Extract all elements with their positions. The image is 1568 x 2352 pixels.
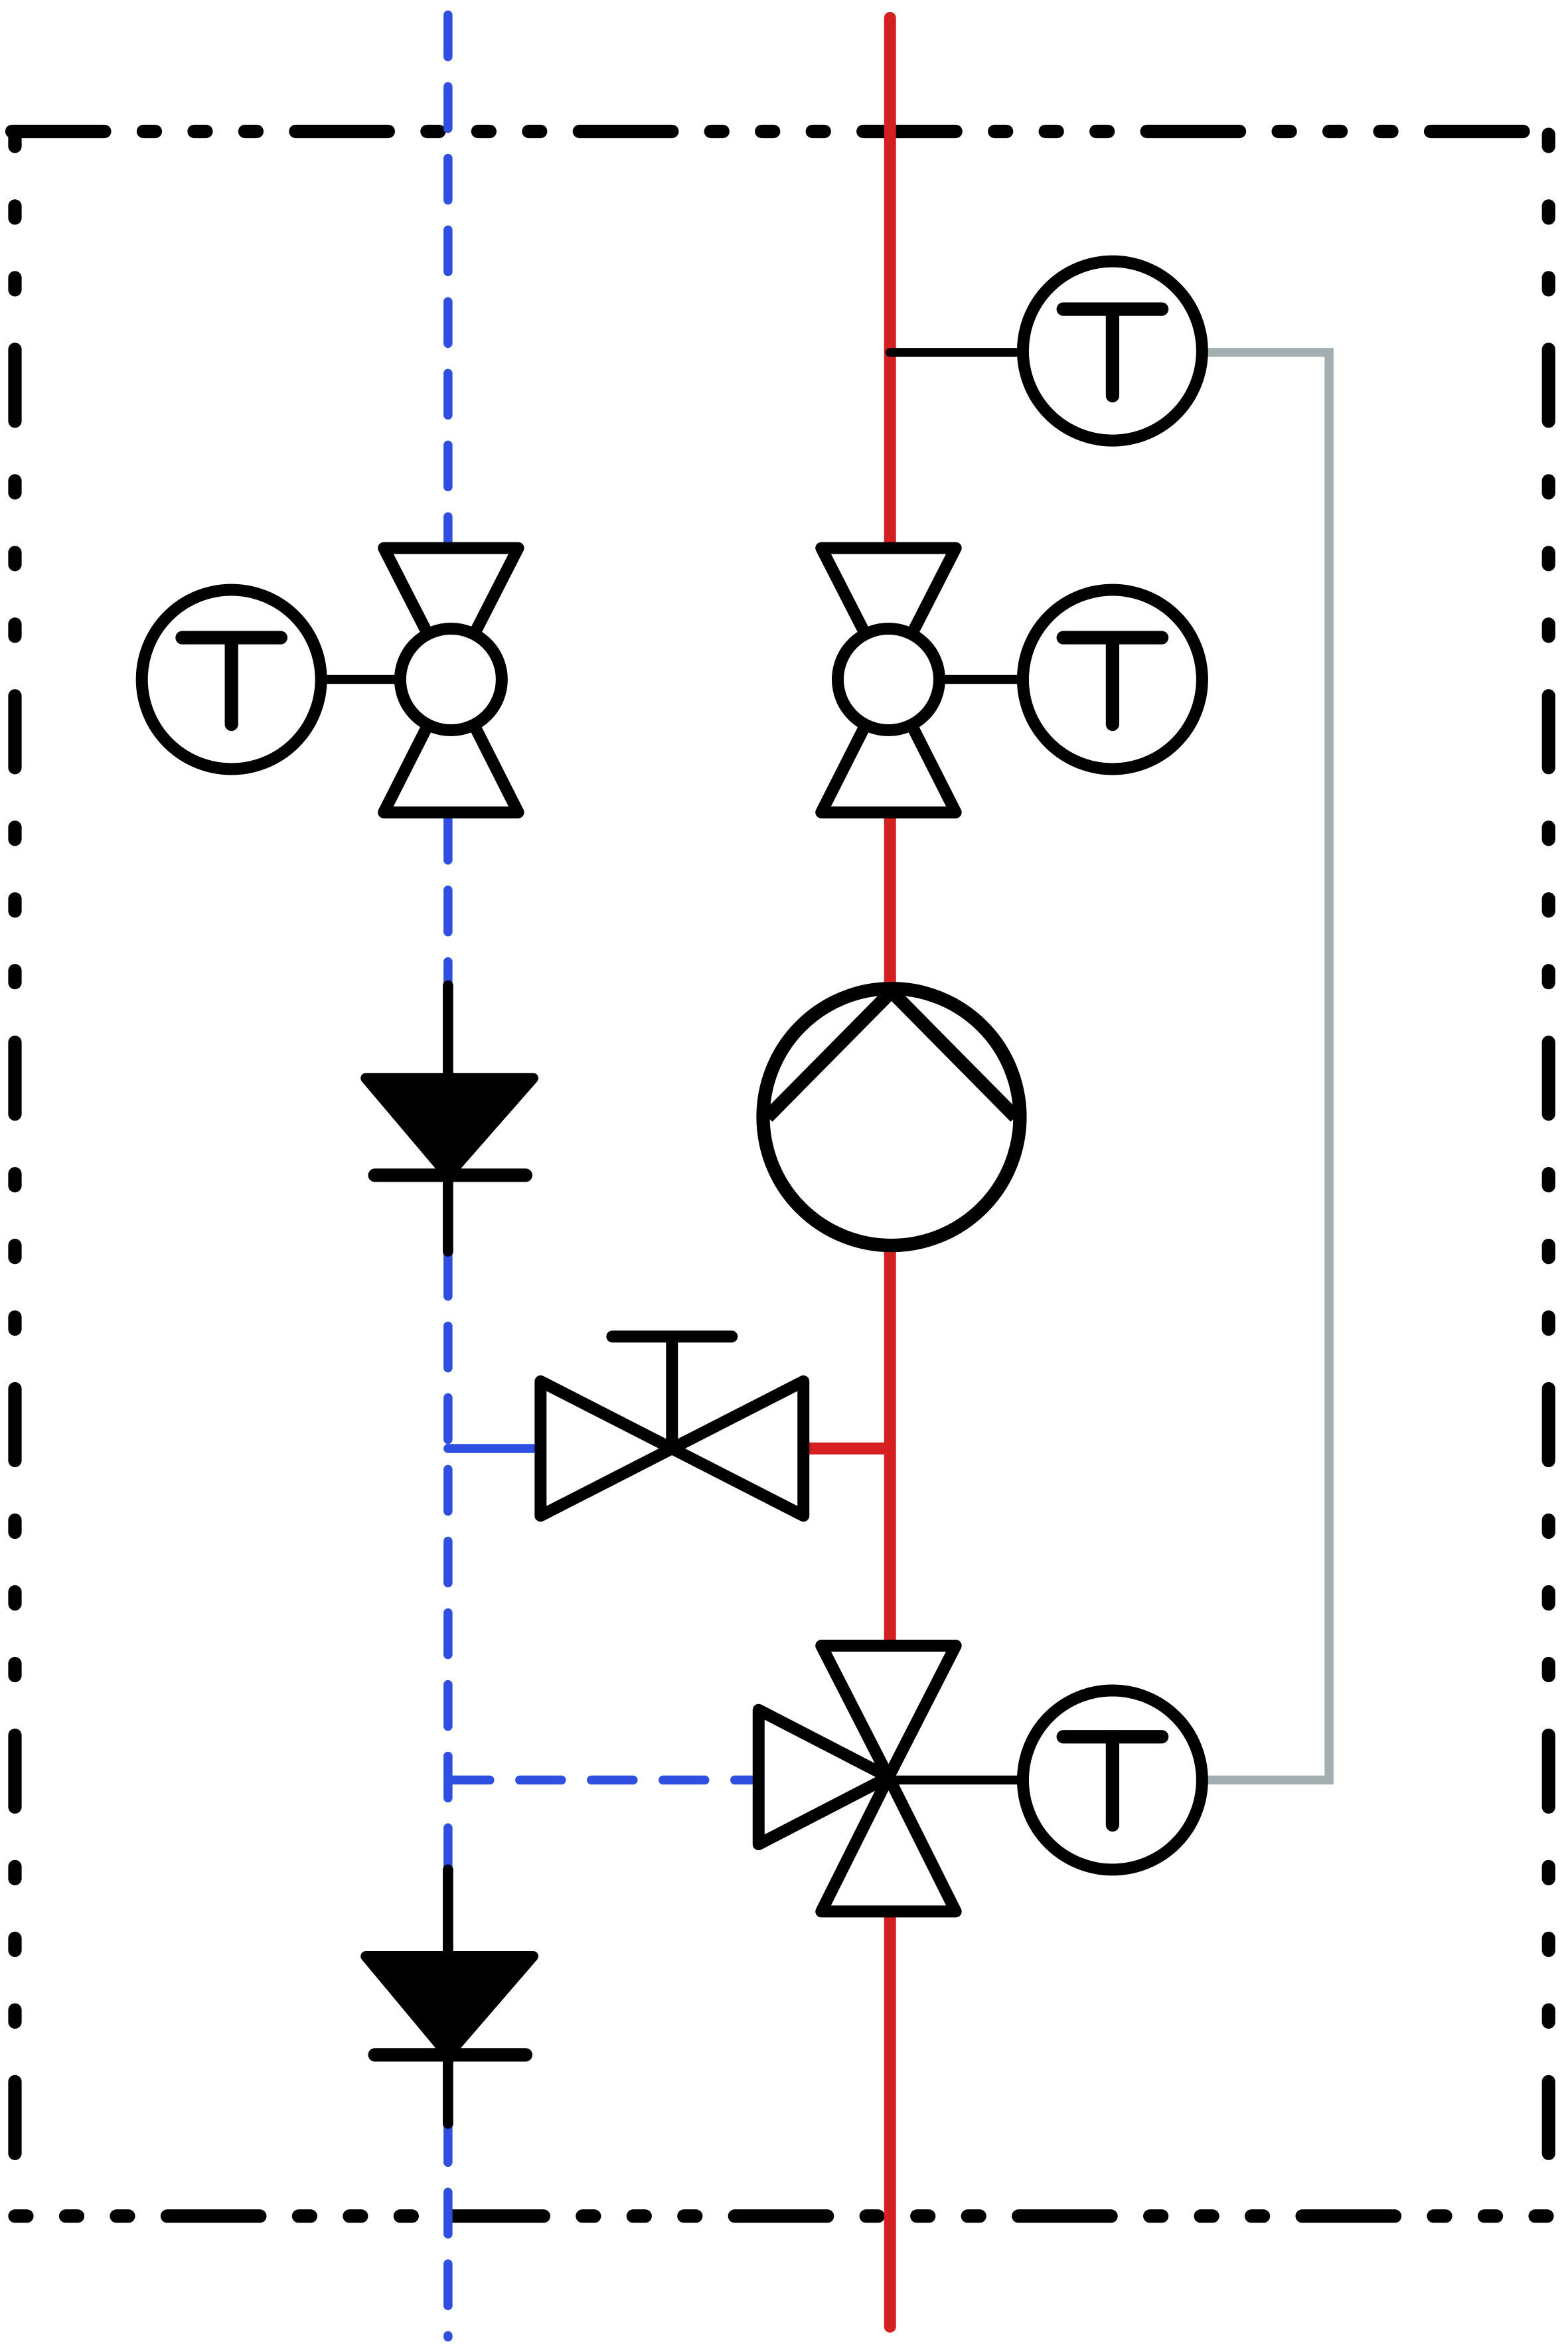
- temperature-sensor-supply-top: T: [1016, 255, 1208, 447]
- three-way-mixing-valve: [752, 1639, 962, 1918]
- check-valve-upper: [360, 980, 538, 1257]
- sensor-connections: [321, 348, 1023, 1785]
- control-signal-line: [1206, 348, 1334, 1785]
- cold-isolation-valve: [378, 542, 524, 819]
- circulation-pump: [756, 982, 1027, 1253]
- hot-isolation-valve: [815, 542, 962, 819]
- hot-supply-line: [800, 11, 896, 2333]
- temperature-sensor-mixing-valve: T: [1016, 1684, 1208, 1876]
- system-boundary-frame: [5, 124, 1560, 2223]
- check-valve-lower: [360, 1864, 538, 2129]
- temperature-sensor-hot-isolation: T: [1016, 584, 1208, 775]
- cold-return-line: [443, 10, 767, 2342]
- temperature-sensor-cold-isolation: T: [135, 584, 327, 775]
- bypass-gate-valve: [534, 1330, 810, 1522]
